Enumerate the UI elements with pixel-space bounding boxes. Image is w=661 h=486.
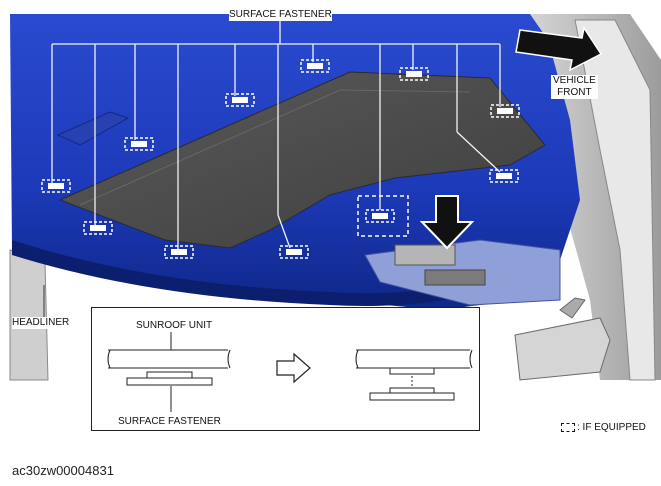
down-arrow-icon [419, 195, 475, 250]
sunroof-glass [58, 71, 546, 249]
surface-fastener-label-top: SURFACE FASTENER [229, 9, 332, 21]
if-equipped-box [357, 195, 409, 237]
dashed-box-legend-icon [561, 422, 575, 432]
sunroof-unit-label: SUNROOF UNIT [136, 320, 213, 331]
windshield-frame [574, 19, 656, 381]
vehicle-front-label: VEHICLE FRONT [551, 75, 598, 99]
inset-drawing [107, 332, 473, 412]
fastener-markers [41, 59, 520, 259]
legend: : IF EQUIPPED [561, 420, 646, 434]
b-pillar-left [9, 249, 49, 381]
vehicle-front-line-2: FRONT [557, 87, 592, 98]
vehicle-front-line-1: VEHICLE [553, 75, 596, 86]
figure-id: ac30zw00004831 [12, 463, 114, 478]
rearview-mirror [514, 317, 611, 381]
transition-arrow-icon [276, 352, 311, 384]
surface-fastener-label-inset: SURFACE FASTENER [118, 416, 221, 427]
inset-detail-panel: SUNROOF UNIT SURFACE FASTENER [91, 307, 480, 431]
headliner-label: HEADLINER [12, 317, 70, 329]
headliner-illustration [9, 14, 661, 381]
if-equipped-label: : IF EQUIPPED [577, 421, 646, 433]
vehicle-front-arrow-icon [515, 26, 603, 72]
leader-lines [51, 20, 501, 250]
